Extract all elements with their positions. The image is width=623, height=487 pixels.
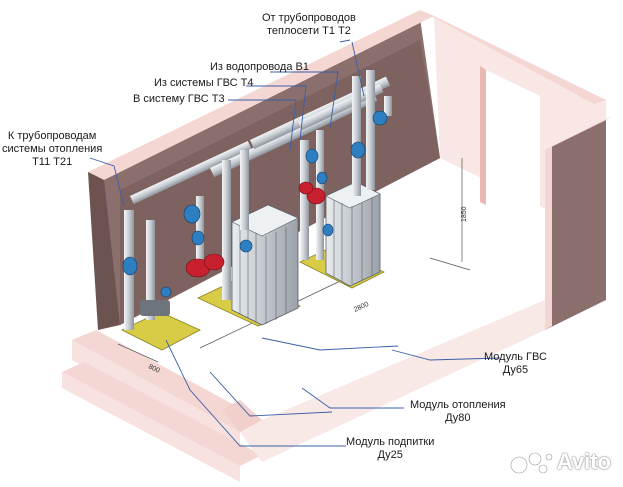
makeup-pump [128, 261, 170, 316]
front-step-top [62, 362, 262, 466]
dimension-height: 1850 [461, 206, 468, 222]
left-wall-end [88, 172, 120, 330]
label-heating-network: От трубопроводов теплосети Т1 Т2 [262, 12, 356, 37]
heat-exchanger-dhw [325, 181, 381, 287]
back-wall-top [88, 10, 434, 180]
valves [122, 110, 388, 298]
front-wall-bottom-cap [222, 400, 262, 432]
label-heating-systems: К трубопроводам системы отопления Т11 Т2… [2, 130, 103, 168]
label-module-heating: Модуль отопления Ду80 [410, 399, 506, 424]
leader-lines [89, 39, 501, 447]
front-wall-right [545, 120, 606, 330]
doorway [486, 70, 540, 230]
pumps [185, 181, 326, 278]
watermark: Avito [509, 449, 611, 475]
front-wall-bottom [240, 300, 545, 462]
avito-logo-icon [510, 452, 553, 474]
front-wall-right-face [545, 146, 552, 330]
pipework [124, 70, 392, 330]
front-low-wall-top [72, 330, 262, 432]
watermark-text: Avito [556, 449, 611, 474]
dimension-width: 800 [147, 363, 161, 374]
heat-exchanger-heating [231, 204, 299, 326]
front-wall-right-top [545, 116, 612, 150]
label-dhw-to: В систему ГВС Т3 [133, 93, 225, 105]
doorway-edge [480, 66, 486, 205]
label-module-dhw: Модуль ГВС Ду65 [484, 351, 547, 376]
label-dhw-from: Из системы ГВС Т4 [154, 77, 254, 89]
front-step-face [62, 372, 240, 482]
right-wall-top [420, 10, 606, 104]
label-water-supply: Из водопровода В1 [210, 61, 309, 73]
label-module-makeup: Модуль подпитки Ду25 [346, 436, 435, 461]
